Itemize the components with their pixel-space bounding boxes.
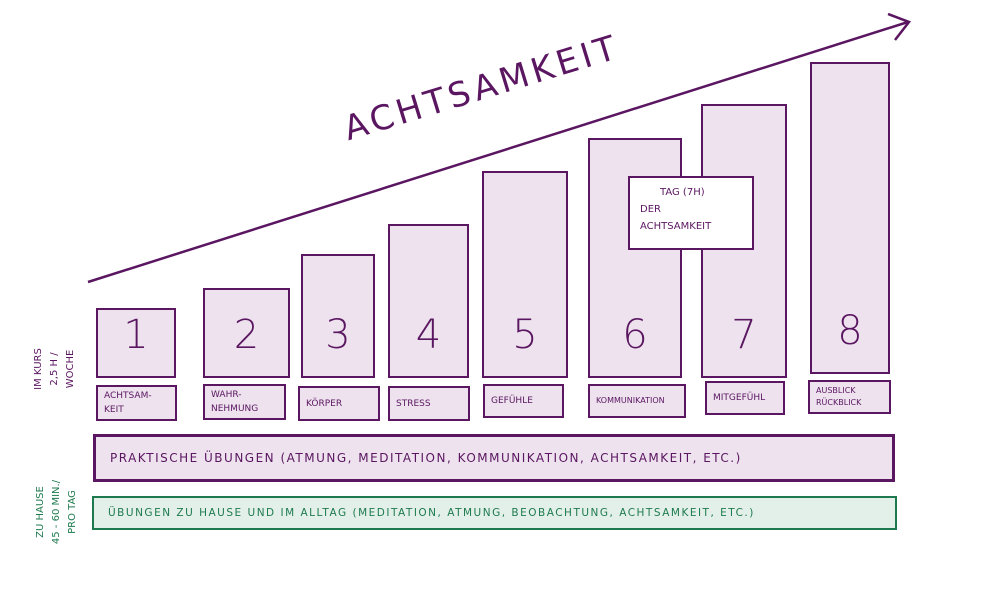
session-number: 2 (233, 312, 260, 358)
session-topic-4: Stress (388, 386, 470, 421)
session-topic-1: Achtsam-keit (96, 385, 177, 421)
session-number: 1 (123, 312, 149, 358)
day-box-line: der (640, 204, 661, 215)
session-number: 4 (415, 312, 442, 358)
home-label-line: 45 - 60 Min./ (51, 479, 62, 545)
session-topic-8: Ausblick Rückblick (808, 380, 891, 414)
session-number: 5 (512, 312, 538, 358)
session-topic-7: Mitgefühl (705, 381, 785, 415)
day-box-line: Achtsamkeit (640, 221, 712, 232)
session-topic-5: Gefühle (483, 384, 564, 418)
session-topic-6: Kommunikation (588, 384, 686, 418)
session-number: 3 (325, 312, 351, 358)
session-topic-3: Körper (298, 386, 380, 421)
home-label-line: Zu Hause (35, 486, 46, 538)
home-time-label: Zu Hause 45 - 60 Min./ pro Tag (33, 467, 81, 557)
course-label-line: Im Kurs (33, 348, 44, 390)
day-box-line: Tag (7h) (660, 187, 705, 198)
session-bar-3: 3 (301, 254, 375, 378)
session-bar-6: 6 (588, 138, 682, 378)
session-number: 8 (837, 308, 863, 354)
home-exercises-bar: Übungen zu Hause und im Alltag (Meditati… (92, 496, 897, 530)
day-of-mindfulness-box: Tag (7h) der Achtsamkeit (628, 176, 754, 250)
session-bar-8: 8 (810, 62, 890, 374)
session-bar-1: 1 (96, 308, 176, 378)
session-bar-4: 4 (388, 224, 469, 378)
session-number: 7 (731, 312, 757, 358)
session-topic-2: Wahr-nehmung (203, 384, 286, 420)
session-bar-5: 5 (482, 171, 568, 378)
practical-exercises-bar: Praktische Übungen (Atmung, Meditation, … (93, 434, 895, 482)
course-time-label: Im Kurs 2,5 h / Woche (31, 329, 79, 409)
course-label-line: 2,5 h / (49, 352, 60, 386)
session-number: 6 (622, 312, 648, 358)
course-label-line: Woche (65, 349, 76, 389)
home-label-line: pro Tag (67, 490, 78, 534)
session-bar-2: 2 (203, 288, 290, 378)
